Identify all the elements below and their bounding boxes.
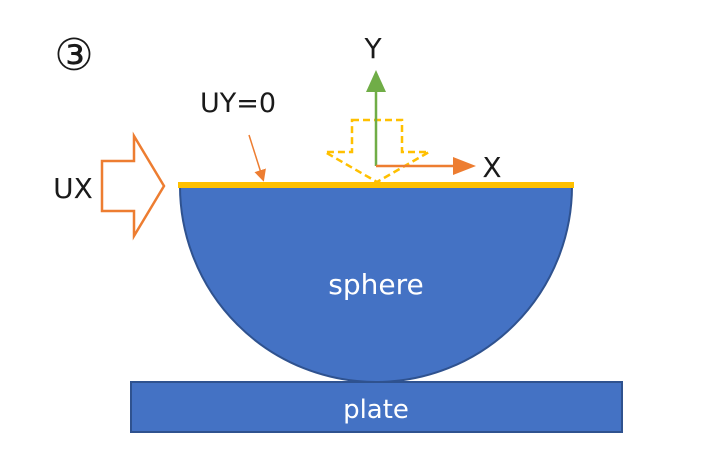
y-axis-arrowhead [366,70,386,92]
ux-load-arrow [100,131,166,241]
sphere-label: sphere [328,268,423,301]
plate-label: plate [343,395,409,425]
x-axis-arrowhead [453,157,476,175]
x-axis-label: X [482,151,501,184]
uy-pointer-arrow [248,134,266,182]
uy-label: UY=0 [200,88,276,119]
plate-body [130,381,623,433]
ux-label: UX [53,172,93,205]
step-marker: ③ [54,30,93,81]
dashed-down-arrow [320,118,434,184]
sphere-body [178,185,574,383]
y-axis-label: Y [363,32,382,65]
